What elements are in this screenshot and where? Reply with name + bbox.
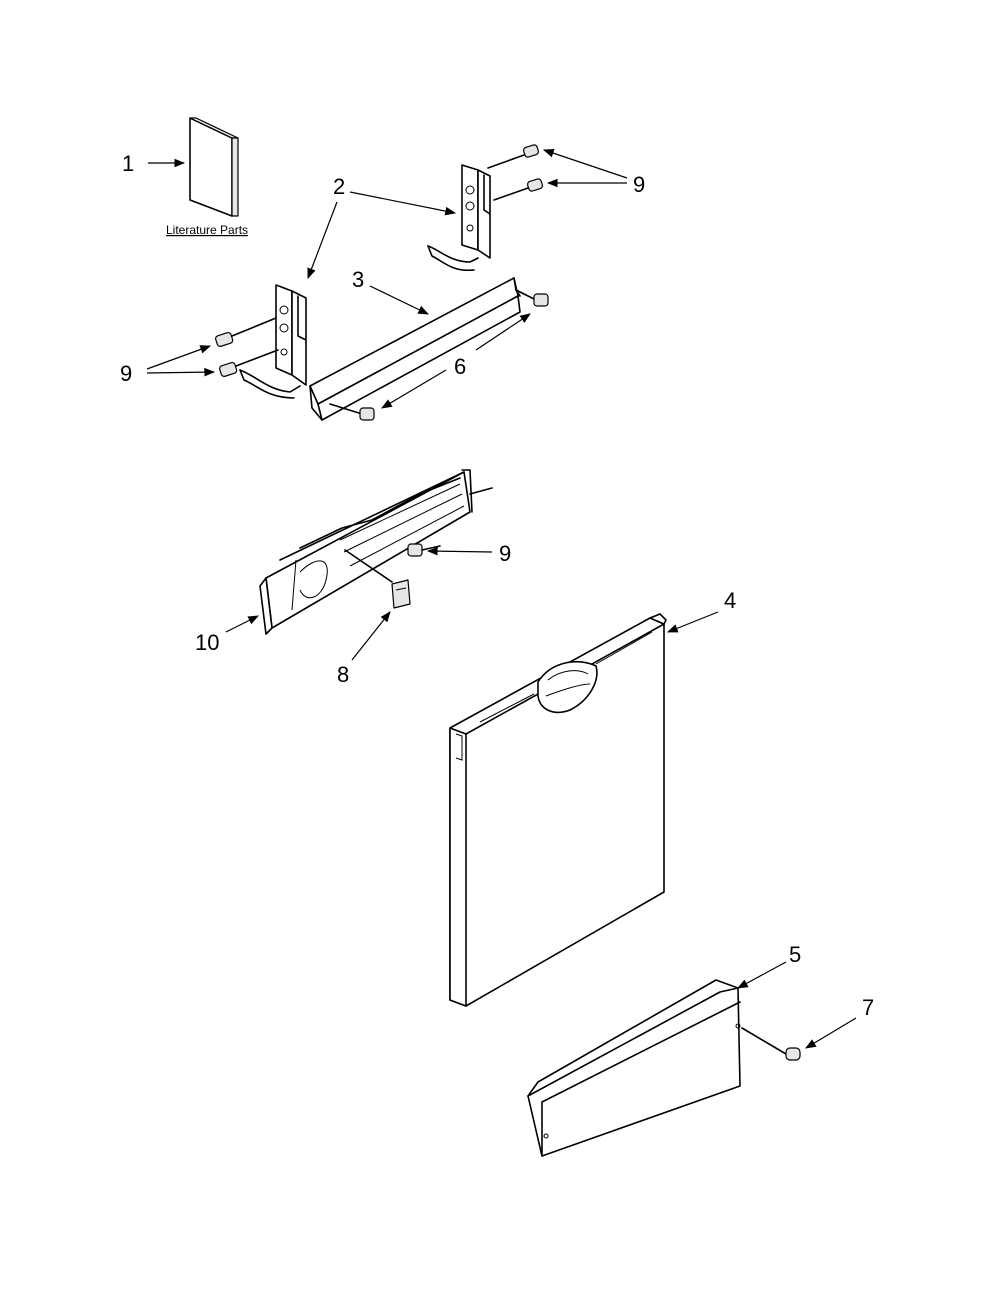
svg-text:3: 3 [352,267,364,292]
svg-text:9: 9 [633,172,645,197]
svg-text:5: 5 [789,942,801,967]
svg-text:9: 9 [120,361,132,386]
left-bracket-screws [215,317,279,377]
callout-10: 10 [195,615,259,655]
callout-5: 5 [737,942,801,989]
upper-bracket-screws [487,144,544,201]
callout-7: 7 [805,995,874,1049]
callout-3: 3 [352,267,429,315]
literature-booklet: Literature Parts [166,117,248,237]
svg-text:6: 6 [454,354,466,379]
svg-text:2: 2 [333,174,345,199]
callout-1: 1 [122,151,186,176]
control-console [259,469,493,635]
door-clip [391,579,411,609]
literature-parts-caption: Literature Parts [166,223,248,237]
svg-text:10: 10 [195,630,219,655]
door-panel [449,613,667,1007]
left-mounting-bracket [239,284,307,399]
callout-4: 4 [666,588,736,633]
door-rail [309,277,521,421]
callout-9-left: 9 [120,345,216,386]
svg-text:9: 9 [499,541,511,566]
callout-6: 6 [381,313,531,409]
callout-9-top: 9 [542,149,645,197]
rail-screws [329,289,549,421]
callout-8: 8 [337,611,391,687]
kick-panel-screw [741,1027,801,1061]
kick-panel [527,979,741,1157]
svg-text:7: 7 [862,995,874,1020]
console-screw [407,543,441,557]
callout-9-mid: 9 [426,541,511,566]
svg-text:8: 8 [337,662,349,687]
callout-2: 2 [307,174,457,280]
right-mounting-bracket [427,164,491,272]
svg-text:1: 1 [122,151,134,176]
svg-text:4: 4 [724,588,736,613]
